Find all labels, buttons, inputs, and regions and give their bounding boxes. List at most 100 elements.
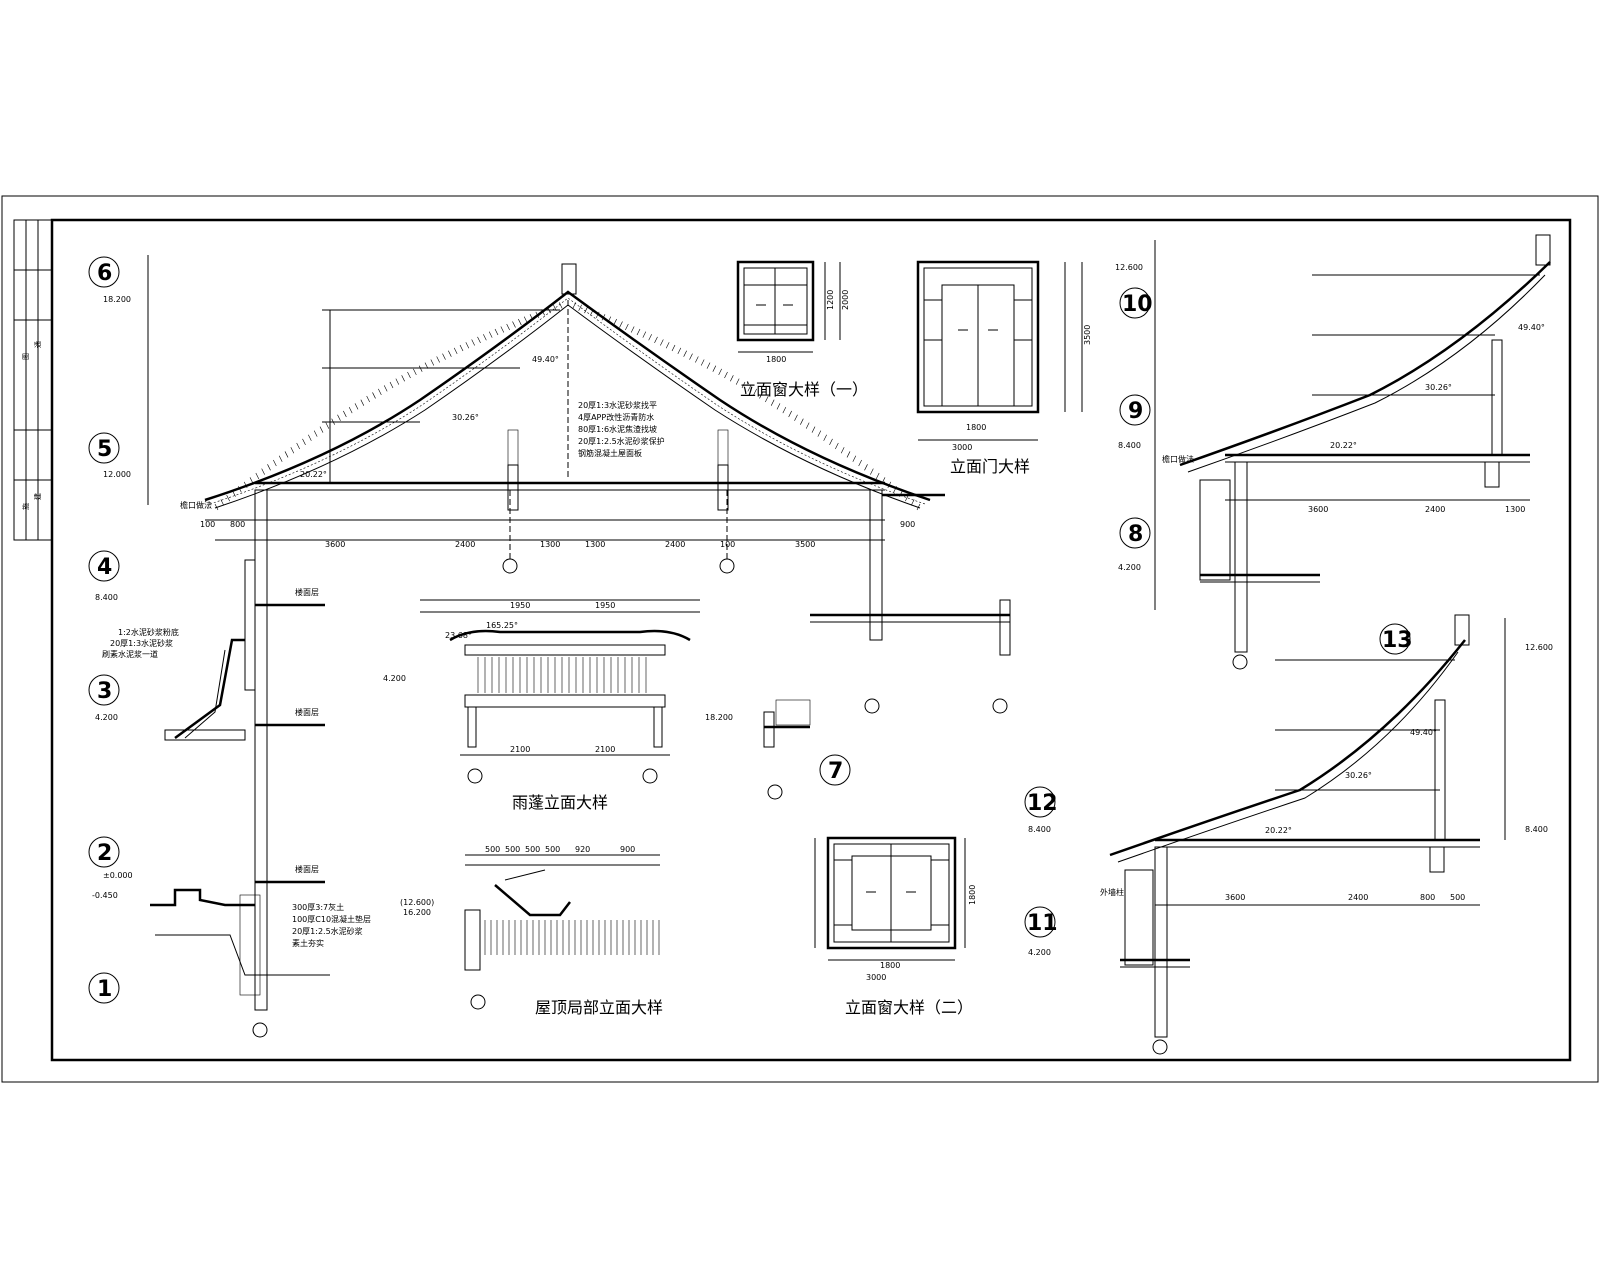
- canopy-dim-4: 2100: [595, 745, 615, 754]
- inner-frame: [50, 218, 1572, 1062]
- r13-angle-3: 20.22°: [1265, 826, 1292, 835]
- detail-num-12: 12: [1027, 791, 1058, 816]
- caption-roof-part: 屋顶局部立面大样: [535, 998, 663, 1017]
- dim-main-8: 800: [230, 520, 245, 529]
- canopy-dim-3: 2100: [510, 745, 530, 754]
- w2-h2: 1800: [968, 885, 977, 905]
- label-gutter: 檐口做法: [180, 500, 212, 510]
- r-elev-8400: 8.400: [1118, 441, 1141, 450]
- r-angle-3: 20.22°: [1330, 441, 1357, 450]
- w1-tot: 2000: [841, 290, 850, 310]
- rp-dim-6: 900: [620, 845, 635, 854]
- note-main-2: 4厚APP改性沥青防水: [578, 412, 654, 422]
- detail-num-5: 5: [97, 437, 112, 462]
- caption-window1: 立面窗大样（一）: [740, 380, 868, 399]
- dim-main-4: 1300: [585, 540, 605, 549]
- elev-12000: 12.000: [103, 470, 131, 479]
- door-total: 3000: [952, 443, 972, 452]
- tb-text-1: 通: [33, 341, 42, 348]
- note-main-1: 20厚1:3水泥砂浆找平: [578, 400, 657, 410]
- note-main-4: 20厚1:2.5水泥砂浆保护: [578, 436, 665, 446]
- angle-3: 20.22°: [300, 470, 327, 479]
- canopy-elev: 4.200: [383, 674, 406, 683]
- r-angle-2: 30.26°: [1425, 383, 1452, 392]
- r13-angle-1: 49.40°: [1410, 728, 1437, 737]
- canopy-angle-1: 165.25°: [486, 621, 518, 630]
- w1-h2: 1200: [826, 290, 835, 310]
- dim-main-6: 100: [720, 540, 735, 549]
- note-bottom-1: 300厚3:7灰土: [292, 902, 344, 912]
- dim-main-5: 2400: [665, 540, 685, 549]
- r13-elev-8400: 8.400: [1525, 825, 1548, 834]
- detail-num-13: 13: [1382, 628, 1413, 653]
- dim-main-10: 900: [900, 520, 915, 529]
- note-left-2: 20厚1:3水泥砂浆: [110, 638, 173, 648]
- detail-num-1: 1: [97, 977, 112, 1002]
- window-detail-1: 1800 1200 2000: [736, 260, 850, 364]
- rp-elev-2: 16.200: [403, 908, 431, 917]
- w2-width: 1800: [880, 961, 900, 970]
- rp-dim-5: 920: [575, 845, 590, 854]
- canopy-dim-2: 1950: [595, 601, 615, 610]
- label-floor2: 楼面层: [295, 707, 319, 717]
- r13-outer-wall: 外墙柱: [1100, 887, 1124, 897]
- caption-window2: 立面窗大样（二）: [845, 998, 973, 1017]
- door-tot2: 3500: [1083, 325, 1092, 345]
- roof-part-detail: 500 500 500 500 920 900 (12.600) 16.200: [400, 845, 660, 1010]
- detail-num-3: 3: [97, 679, 112, 704]
- main-notes: 20厚1:3水泥砂浆找平 4厚APP改性沥青防水 80厚1:6水泥焦渣找坡 20…: [102, 400, 665, 948]
- r-dim-3: 1300: [1505, 505, 1525, 514]
- r13-dim-4: 500: [1450, 893, 1465, 902]
- detail-num-2: 2: [97, 841, 112, 866]
- r-label-gutter: 檐口做法: [1162, 454, 1194, 464]
- right-section-upper: 3600 2400 1300 49.40° 30.26° 20.22° 12.6…: [1115, 234, 1551, 670]
- label-floor1: 楼面层: [295, 587, 319, 597]
- w1-width: 1800: [766, 355, 786, 364]
- detail-7: 7 18.200: [705, 699, 851, 800]
- elev-4200: 4.200: [95, 713, 118, 722]
- note-left-1: 1:2水泥砂浆粉底: [118, 627, 179, 637]
- r-dim-2: 2400: [1425, 505, 1445, 514]
- angle-2: 30.26°: [452, 413, 479, 422]
- window-detail-2: 1800 3000 1800: [814, 836, 977, 982]
- canopy-detail: 1950 1950 2100 2100 165.25° 23.68° 4.200: [383, 599, 700, 784]
- elev-8400: 8.400: [95, 593, 118, 602]
- detail-num-11: 11: [1027, 911, 1058, 936]
- door-width: 1800: [966, 423, 986, 432]
- dim-main-2: 2400: [455, 540, 475, 549]
- note-bottom-2: 100厚C10混凝土垫层: [292, 914, 371, 924]
- dim-main-9: 100: [200, 520, 215, 529]
- note-bottom-3: 20厚1:2.5水泥砂浆: [292, 926, 363, 936]
- detail-num-6: 6: [97, 261, 112, 286]
- note-main-3: 80厚1:6水泥焦渣找坡: [578, 424, 657, 434]
- r-angle-1: 49.40°: [1518, 323, 1545, 332]
- rp-dim-1: 500: [485, 845, 500, 854]
- elev-m0450: -0.450: [92, 891, 118, 900]
- door-detail: 1800 3000 3500: [916, 260, 1092, 452]
- d7-elev: 18.200: [705, 713, 733, 722]
- main-dims: 3600 2400 1300 1300 2400 100 3500 800 10…: [92, 295, 915, 900]
- dim-main-7: 3500: [795, 540, 815, 549]
- outer-frame: [1, 195, 1599, 1083]
- caption-canopy: 雨蓬立面大样: [512, 793, 608, 812]
- dim-main-1: 3600: [325, 540, 345, 549]
- detail-num-9: 9: [1128, 399, 1143, 424]
- title-block: 通 图 建 施: [13, 219, 53, 541]
- canopy-angle-2: 23.68°: [445, 631, 472, 640]
- angle-1: 49.40°: [532, 355, 559, 364]
- caption-door: 立面门大样: [950, 457, 1030, 476]
- detail-circles: 6 5 4 3 2 1 10 9 8 12 11 13: [88, 256, 1413, 1004]
- right-section-lower: 3600 2400 800 500 49.40° 30.26° 20.22° 1…: [1028, 614, 1553, 1055]
- r-elev-12600: 12.600: [1115, 263, 1143, 272]
- r13-elev-4200: 4.200: [1028, 948, 1051, 957]
- detail-7-badge: [819, 754, 851, 786]
- detail-num-8: 8: [1128, 522, 1143, 547]
- r13-elev-12600: 12.600: [1525, 643, 1553, 652]
- r13-angle-2: 30.26°: [1345, 771, 1372, 780]
- tb-text-2: 图: [22, 353, 30, 360]
- detail-num-10: 10: [1122, 292, 1153, 317]
- elev-0000: ±0.000: [103, 871, 133, 880]
- dim-main-3: 1300: [540, 540, 560, 549]
- rp-dim-3: 500: [525, 845, 540, 854]
- r13-dim-3: 800: [1420, 893, 1435, 902]
